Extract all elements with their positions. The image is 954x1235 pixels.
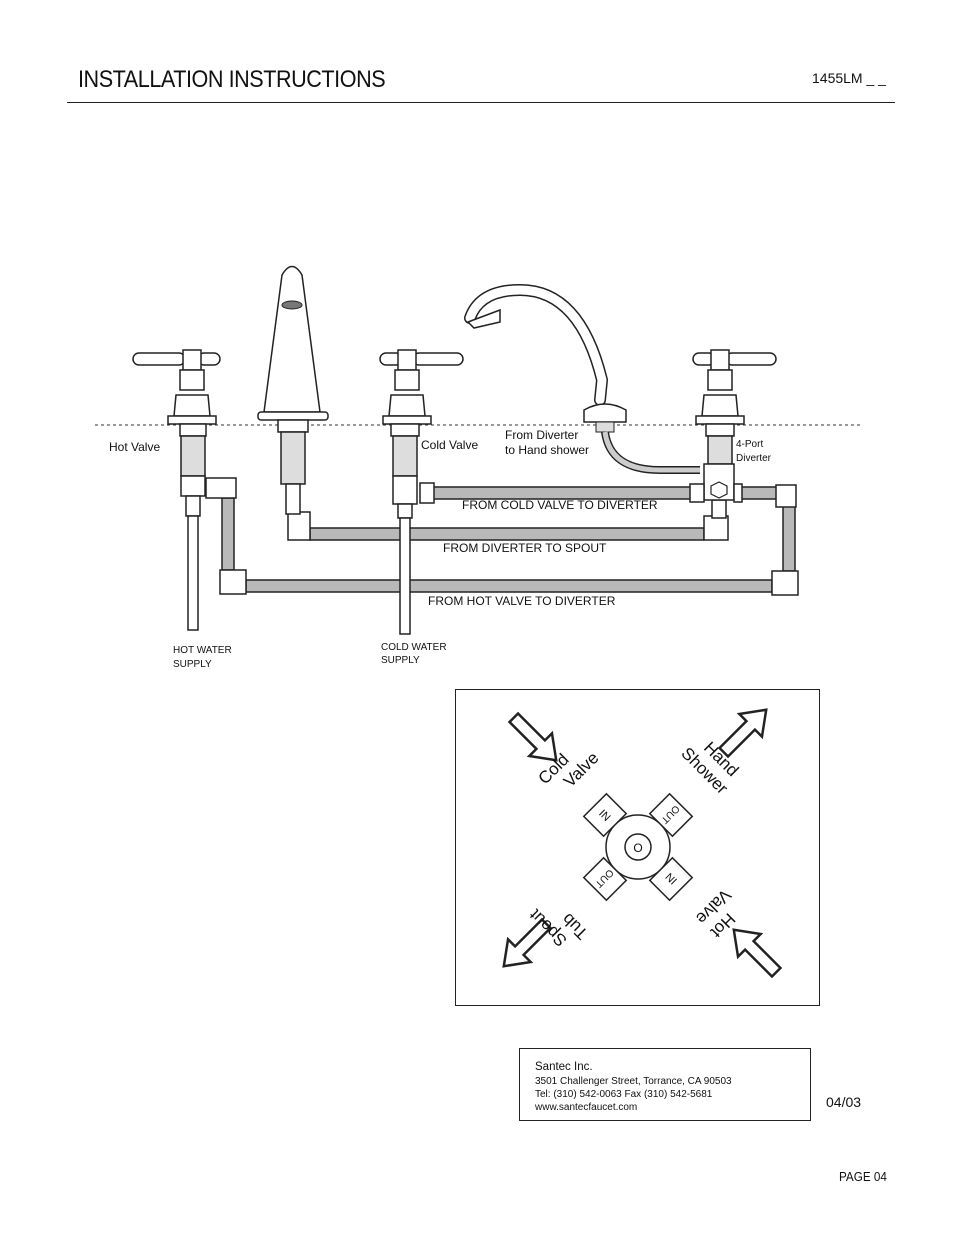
hot-supply-label-line2: SUPPLY (173, 659, 212, 670)
pipe-diverter-to-spout (287, 499, 729, 541)
hand-shower-arrow-icon (717, 708, 768, 759)
company-website: www.santecfaucet.com (535, 1102, 638, 1113)
cold-supply-label-line1: COLD WATER (381, 642, 447, 653)
cold-valve-arrow-icon (507, 711, 558, 762)
hot-supply-label-line1: HOT WATER (173, 645, 232, 656)
page-number: PAGE 04 (839, 1169, 887, 1184)
pipe-cold-to-diverter (419, 482, 779, 504)
company-phone: Tel: (310) 542-0063 Fax (310) 542-5681 (535, 1089, 713, 1100)
from-diverter-label-line2: to Hand shower (505, 443, 589, 457)
diverter-detail: O IN OUT OUT IN Cold Valve Hand Shower T… (455, 689, 820, 1006)
cold-valve (379, 349, 464, 635)
cold-to-diverter-label: FROM COLD VALVE TO DIVERTER (462, 498, 658, 512)
hot-valve-label: Hot Valve (109, 440, 160, 454)
hand-shower (464, 283, 700, 474)
header-divider (67, 102, 895, 103)
tub-spout-arrow-icon (502, 917, 553, 968)
hot-valve-arrow-icon (732, 928, 783, 979)
installation-diagram: Hot Valve Cold Valve From Diverter to Ha… (95, 265, 860, 670)
port-top-right: OUT (648, 792, 694, 838)
from-diverter-label-line1: From Diverter (505, 428, 578, 442)
company-name: Santec Inc. (535, 1061, 593, 1073)
cold-supply-label-line2: SUPPLY (381, 655, 420, 666)
diverter-label-line2: Diverter (736, 453, 772, 464)
port-bottom-right: IN (648, 856, 694, 902)
center-mark: O (633, 841, 642, 855)
revision-date: 04/03 (826, 1094, 862, 1110)
model-number: 1455LM _ _ (812, 70, 886, 86)
pipe-hot-to-diverter (205, 477, 799, 596)
diverter-to-spout-label: FROM DIVERTER TO SPOUT (443, 541, 607, 555)
cold-valve-label: Cold Valve (421, 438, 478, 452)
diverter-valve (689, 349, 777, 503)
diverter-label-line1: 4-Port (736, 439, 763, 450)
company-address: 3501 Challenger Street, Torrance, CA 905… (535, 1076, 732, 1087)
port-bottom-left: OUT (582, 856, 628, 902)
hot-to-diverter-label: FROM HOT VALVE TO DIVERTER (428, 594, 616, 608)
page-title: INSTALLATION INSTRUCTIONS (78, 66, 386, 93)
hot-valve (132, 349, 221, 631)
company-info-box: Santec Inc. 3501 Challenger Street, Torr… (519, 1048, 811, 1121)
port-top-left: IN (582, 792, 628, 838)
tub-spout (257, 265, 329, 515)
